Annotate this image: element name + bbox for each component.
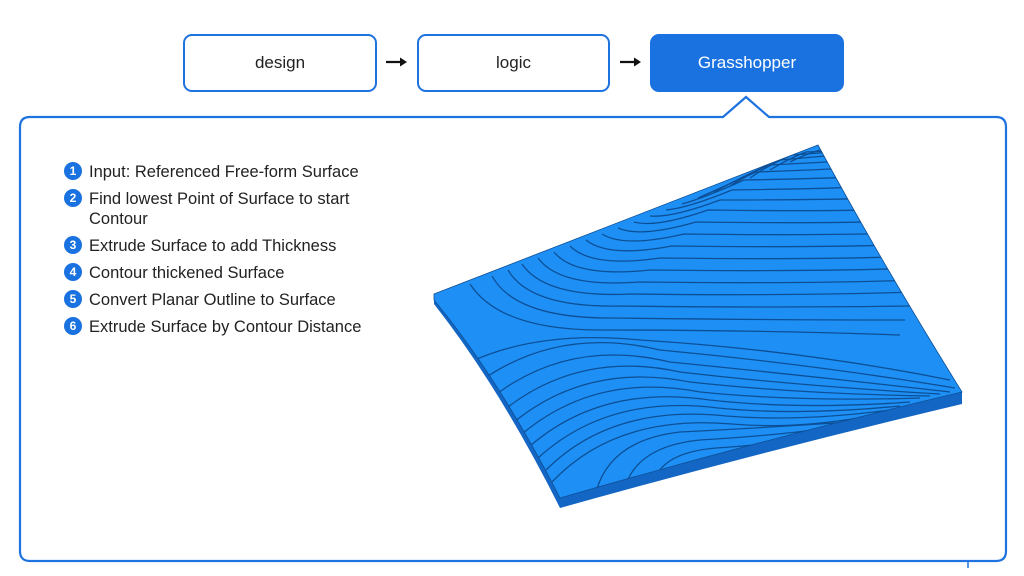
list-item: 3 Extrude Surface to add Thickness bbox=[64, 236, 404, 256]
list-item: 2 Find lowest Point of Surface to start … bbox=[64, 189, 404, 229]
right-arrow-icon bbox=[620, 52, 642, 72]
step-design-label: design bbox=[254, 53, 306, 72]
step-design[interactable]: design bbox=[183, 34, 377, 92]
step-text: Contour thickened Surface bbox=[89, 264, 285, 282]
list-item: 1 Input: Referenced Free-form Surface bbox=[64, 162, 404, 182]
number-badge-icon: 5 bbox=[64, 290, 82, 308]
step-logic[interactable]: logic bbox=[417, 34, 610, 92]
step-text: Find lowest Point of Surface to start Co… bbox=[89, 190, 350, 228]
step-text: Extrude Surface by Contour Distance bbox=[89, 318, 362, 336]
number-badge-icon: 2 bbox=[64, 189, 82, 207]
step-text: Extrude Surface to add Thickness bbox=[89, 237, 337, 255]
list-item: 4 Contour thickened Surface bbox=[64, 263, 404, 283]
step-grasshopper-label: Grasshopper bbox=[697, 53, 797, 72]
step-logic-label: logic bbox=[496, 53, 531, 72]
list-item: 5 Convert Planar Outline to Surface bbox=[64, 290, 404, 310]
number-badge-icon: 4 bbox=[64, 263, 82, 281]
number-badge-icon: 1 bbox=[64, 162, 82, 180]
number-badge-icon: 3 bbox=[64, 236, 82, 254]
number-badge-icon: 6 bbox=[64, 317, 82, 335]
step-grasshopper[interactable]: Grasshopper bbox=[650, 34, 844, 92]
step-text: Input: Referenced Free-form Surface bbox=[89, 163, 359, 181]
list-item: 6 Extrude Surface by Contour Distance bbox=[64, 317, 404, 337]
step-text: Convert Planar Outline to Surface bbox=[89, 291, 336, 309]
steps-list: 1 Input: Referenced Free-form Surface 2 … bbox=[64, 162, 404, 344]
right-arrow-icon bbox=[386, 52, 408, 72]
